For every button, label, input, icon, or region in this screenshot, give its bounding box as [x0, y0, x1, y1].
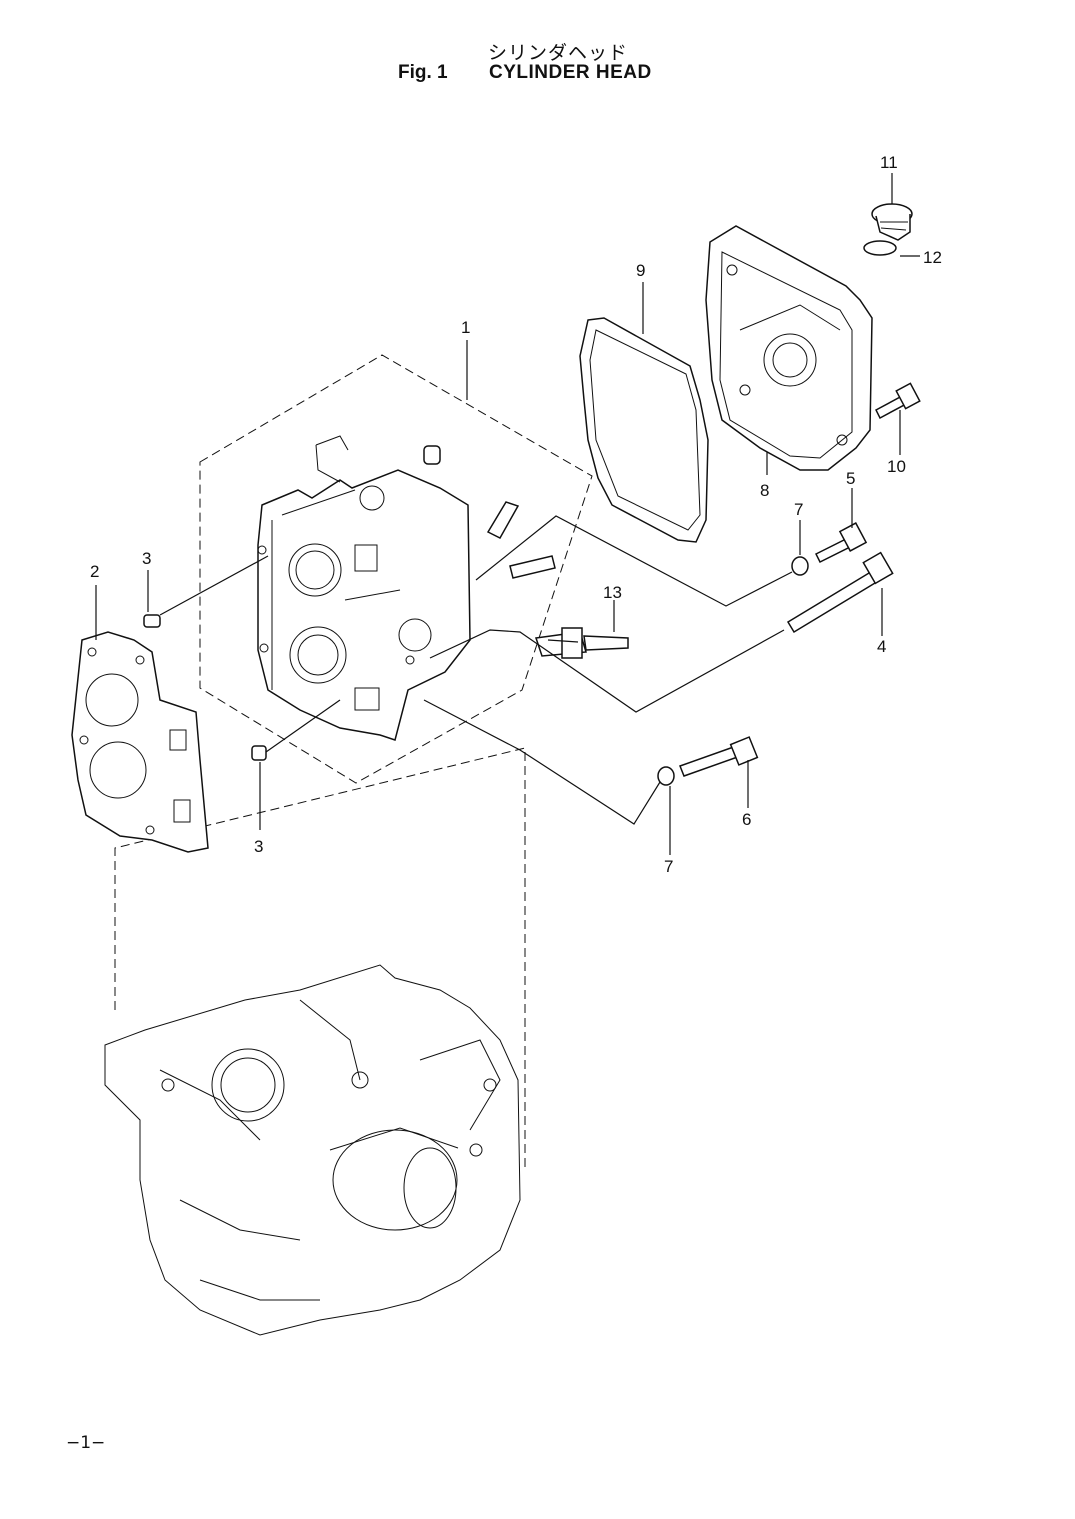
figure-title: CYLINDER HEAD	[489, 62, 652, 83]
plug-top	[423, 445, 441, 465]
long-bolt-4-part	[786, 551, 894, 634]
head-cover-part	[705, 225, 873, 471]
callout-4: 4	[877, 637, 886, 656]
callout-5: 5	[846, 469, 855, 488]
callout-13: 13	[603, 583, 622, 602]
page-number: −1−	[66, 1433, 106, 1453]
oil-filler-cap-part	[871, 203, 913, 241]
bolt-6-part	[679, 736, 759, 777]
callout-7-upper: 7	[794, 500, 803, 519]
head-cover-gasket-part	[579, 317, 709, 543]
assembly-outline-cylinder-head	[199, 354, 593, 784]
callout-7-lower: 7	[664, 857, 673, 876]
bolt-5-part	[814, 522, 868, 564]
callout-3-upper: 3	[142, 549, 151, 568]
engine-block-context	[104, 964, 521, 1336]
washer-upper	[791, 556, 809, 576]
callout-11: 11	[880, 153, 898, 172]
valve-guide-lower	[509, 555, 556, 579]
leader-lines	[95, 173, 920, 855]
figure-number: Fig. 1	[398, 62, 448, 83]
callout-8: 8	[760, 481, 769, 500]
callout-6: 6	[742, 810, 751, 829]
head-cover-bolt-part	[875, 382, 921, 420]
dowel-pin-upper	[143, 614, 161, 628]
callout-9: 9	[636, 261, 645, 280]
dowel-pin-lower	[251, 745, 267, 761]
cylinder-head-part	[257, 435, 471, 741]
spark-plug-part	[535, 627, 629, 659]
head-gasket-part	[71, 631, 209, 853]
callout-3-lower: 3	[254, 837, 263, 856]
callout-12: 12	[923, 248, 942, 267]
callout-2: 2	[90, 562, 99, 581]
washer-lower	[657, 766, 675, 786]
valve-guide-upper	[486, 501, 520, 539]
o-ring-part	[863, 240, 897, 256]
callout-10: 10	[887, 457, 906, 476]
callout-1: 1	[461, 318, 470, 337]
title-japanese: シリンダヘッド	[488, 42, 629, 64]
